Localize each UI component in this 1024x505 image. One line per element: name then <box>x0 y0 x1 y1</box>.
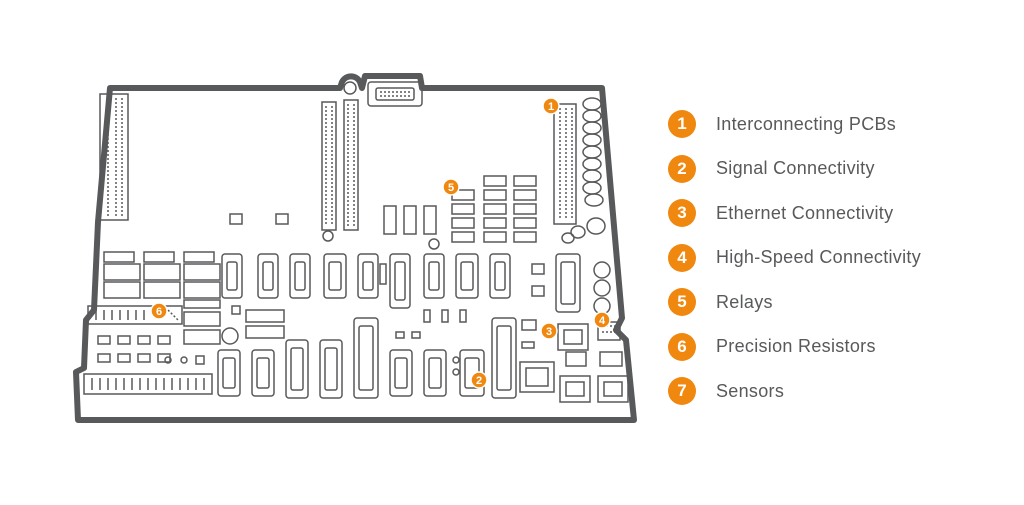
board-marker: 6 <box>150 302 168 320</box>
marker-number: 4 <box>599 315 606 327</box>
legend-label: Relays <box>716 291 773 312</box>
board-markers: 1 2 3 4 5 6 <box>150 97 611 389</box>
legend-number-badge: 2 <box>668 154 696 183</box>
legend-item: 6 Precision Resistors <box>668 325 1008 370</box>
smd-components <box>97 335 205 365</box>
small-ics <box>229 213 545 297</box>
d-sub-row-bottom <box>217 309 517 399</box>
legend-number-badge: 4 <box>668 243 696 272</box>
board-marker: 5 <box>442 178 460 196</box>
legend-item: 5 Relays <box>668 280 1008 325</box>
component-legend: 1 Interconnecting PCBs 2 Signal Connectivit… <box>668 102 1008 414</box>
legend-number-badge: 3 <box>668 199 696 228</box>
legend-number-badge: 6 <box>668 332 696 361</box>
legend-label: Sensors <box>716 380 785 401</box>
pcb-diagram: 1 2 3 4 5 6 <box>73 73 637 423</box>
marker-circle <box>442 178 460 196</box>
legend-item: 2 Signal Connectivity <box>668 147 1008 192</box>
marker-circle <box>540 322 558 340</box>
round-connector-stack <box>561 97 606 244</box>
legend-label: Precision Resistors <box>716 336 876 357</box>
marker-number: 6 <box>156 306 162 318</box>
legend-label: High-Speed Connectivity <box>716 247 922 268</box>
legend-label: Signal Connectivity <box>716 158 875 179</box>
legend-item: 3 Ethernet Connectivity <box>668 191 1008 236</box>
board-marker: 1 <box>542 97 560 115</box>
marker-circle <box>150 302 168 320</box>
marker-circle <box>542 97 560 115</box>
marker-circle <box>470 371 488 389</box>
marker-circle <box>593 311 611 329</box>
legend-number-badge: 5 <box>668 288 696 317</box>
legend-label: Ethernet Connectivity <box>716 202 894 223</box>
legend-item: 7 Sensors <box>668 369 1008 414</box>
marker-number: 5 <box>448 182 454 194</box>
interconnect-header <box>553 103 577 225</box>
relay-block <box>383 175 537 250</box>
legend-label: Interconnecting PCBs <box>716 113 897 134</box>
legend-number-badge: 1 <box>668 110 696 139</box>
legend-number-badge: 7 <box>668 377 696 406</box>
marker-number: 1 <box>548 101 554 113</box>
d-sub-row-top <box>221 253 581 313</box>
board-marker: 4 <box>593 311 611 329</box>
left-edge-connector <box>99 93 129 221</box>
ethernet-ports <box>519 319 629 403</box>
legend-item: 1 Interconnecting PCBs <box>668 102 1008 147</box>
bottom-edge-connector <box>83 373 213 395</box>
vertical-headers <box>321 99 359 242</box>
top-d-connector <box>343 81 423 107</box>
marker-number: 2 <box>476 375 482 387</box>
board-marker: 3 <box>540 322 558 340</box>
power-relays <box>103 251 221 299</box>
marker-number: 3 <box>546 326 552 338</box>
board-outline <box>73 73 637 423</box>
legend-item: 4 High-Speed Connectivity <box>668 236 1008 281</box>
board-marker: 2 <box>470 371 488 389</box>
resistor-header <box>87 299 285 345</box>
